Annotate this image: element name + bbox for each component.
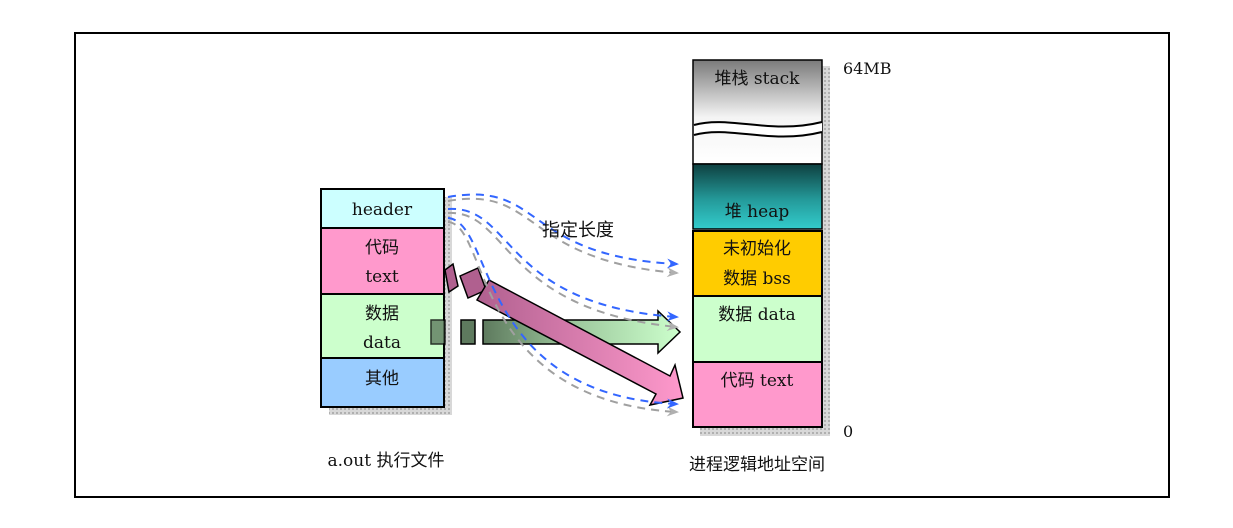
- label-data-en: data: [363, 333, 401, 353]
- label-bss-line2: 数据 bss: [723, 269, 791, 289]
- break-line-bottom: [693, 131, 823, 138]
- segment-text: [692, 361, 823, 428]
- label-text-cn: 代码: [365, 238, 399, 258]
- figure-frame: [74, 32, 1170, 498]
- label-bss-line1: 未初始化: [723, 239, 791, 259]
- dash-to-data: [447, 207, 679, 322]
- right-column-shadow-bottom: [700, 427, 830, 436]
- dash-to-bss: [447, 193, 679, 269]
- text-block-arrow: [444, 262, 684, 407]
- bottom-address-label: 0: [843, 422, 853, 441]
- label-text: 代码 text: [721, 371, 794, 391]
- label-heap: 堆 heap: [725, 202, 790, 222]
- executable-file-column: header 代码 text 数据 data 其他 a.out 执行文件: [320, 188, 452, 471]
- annotation-specified-length: 指定长度: [542, 220, 614, 241]
- segment-bss: [692, 230, 823, 297]
- dash-to-text: [447, 217, 679, 409]
- label-text-en: text: [365, 267, 398, 287]
- data-arrow-dash-1: [430, 319, 446, 345]
- dash-shadow-to-data: [447, 211, 679, 332]
- right-column-shadow-side: [822, 66, 830, 436]
- process-address-space-column: 堆栈 stack 堆 heap 未初始化 数据 bss 数据 data 代码 t…: [689, 59, 892, 475]
- text-arrow-body: [475, 279, 684, 407]
- dash-shadow-to-text: [447, 221, 679, 417]
- top-address-label: 64MB: [843, 59, 892, 78]
- label-header: header: [352, 200, 413, 220]
- label-data-cn: 数据: [365, 304, 399, 324]
- dash-shadow-to-bss: [447, 197, 679, 278]
- label-data: 数据 data: [718, 305, 795, 325]
- segment-stack: [692, 59, 823, 165]
- caption-address-space: 进程逻辑地址空间: [689, 455, 825, 475]
- segment-heap: [692, 163, 823, 230]
- text-arrow-dash-1: [444, 262, 459, 294]
- label-other: 其他: [365, 369, 399, 389]
- label-stack: 堆栈 stack: [715, 69, 801, 89]
- segment-other: [320, 357, 445, 408]
- caption-executable: a.out 执行文件: [328, 451, 445, 471]
- break-gap: [694, 122, 822, 137]
- break-line-top: [693, 121, 823, 128]
- segment-data: [692, 295, 823, 363]
- data-arrow-dash-2: [460, 319, 476, 345]
- header-mapping-lines: [447, 193, 679, 417]
